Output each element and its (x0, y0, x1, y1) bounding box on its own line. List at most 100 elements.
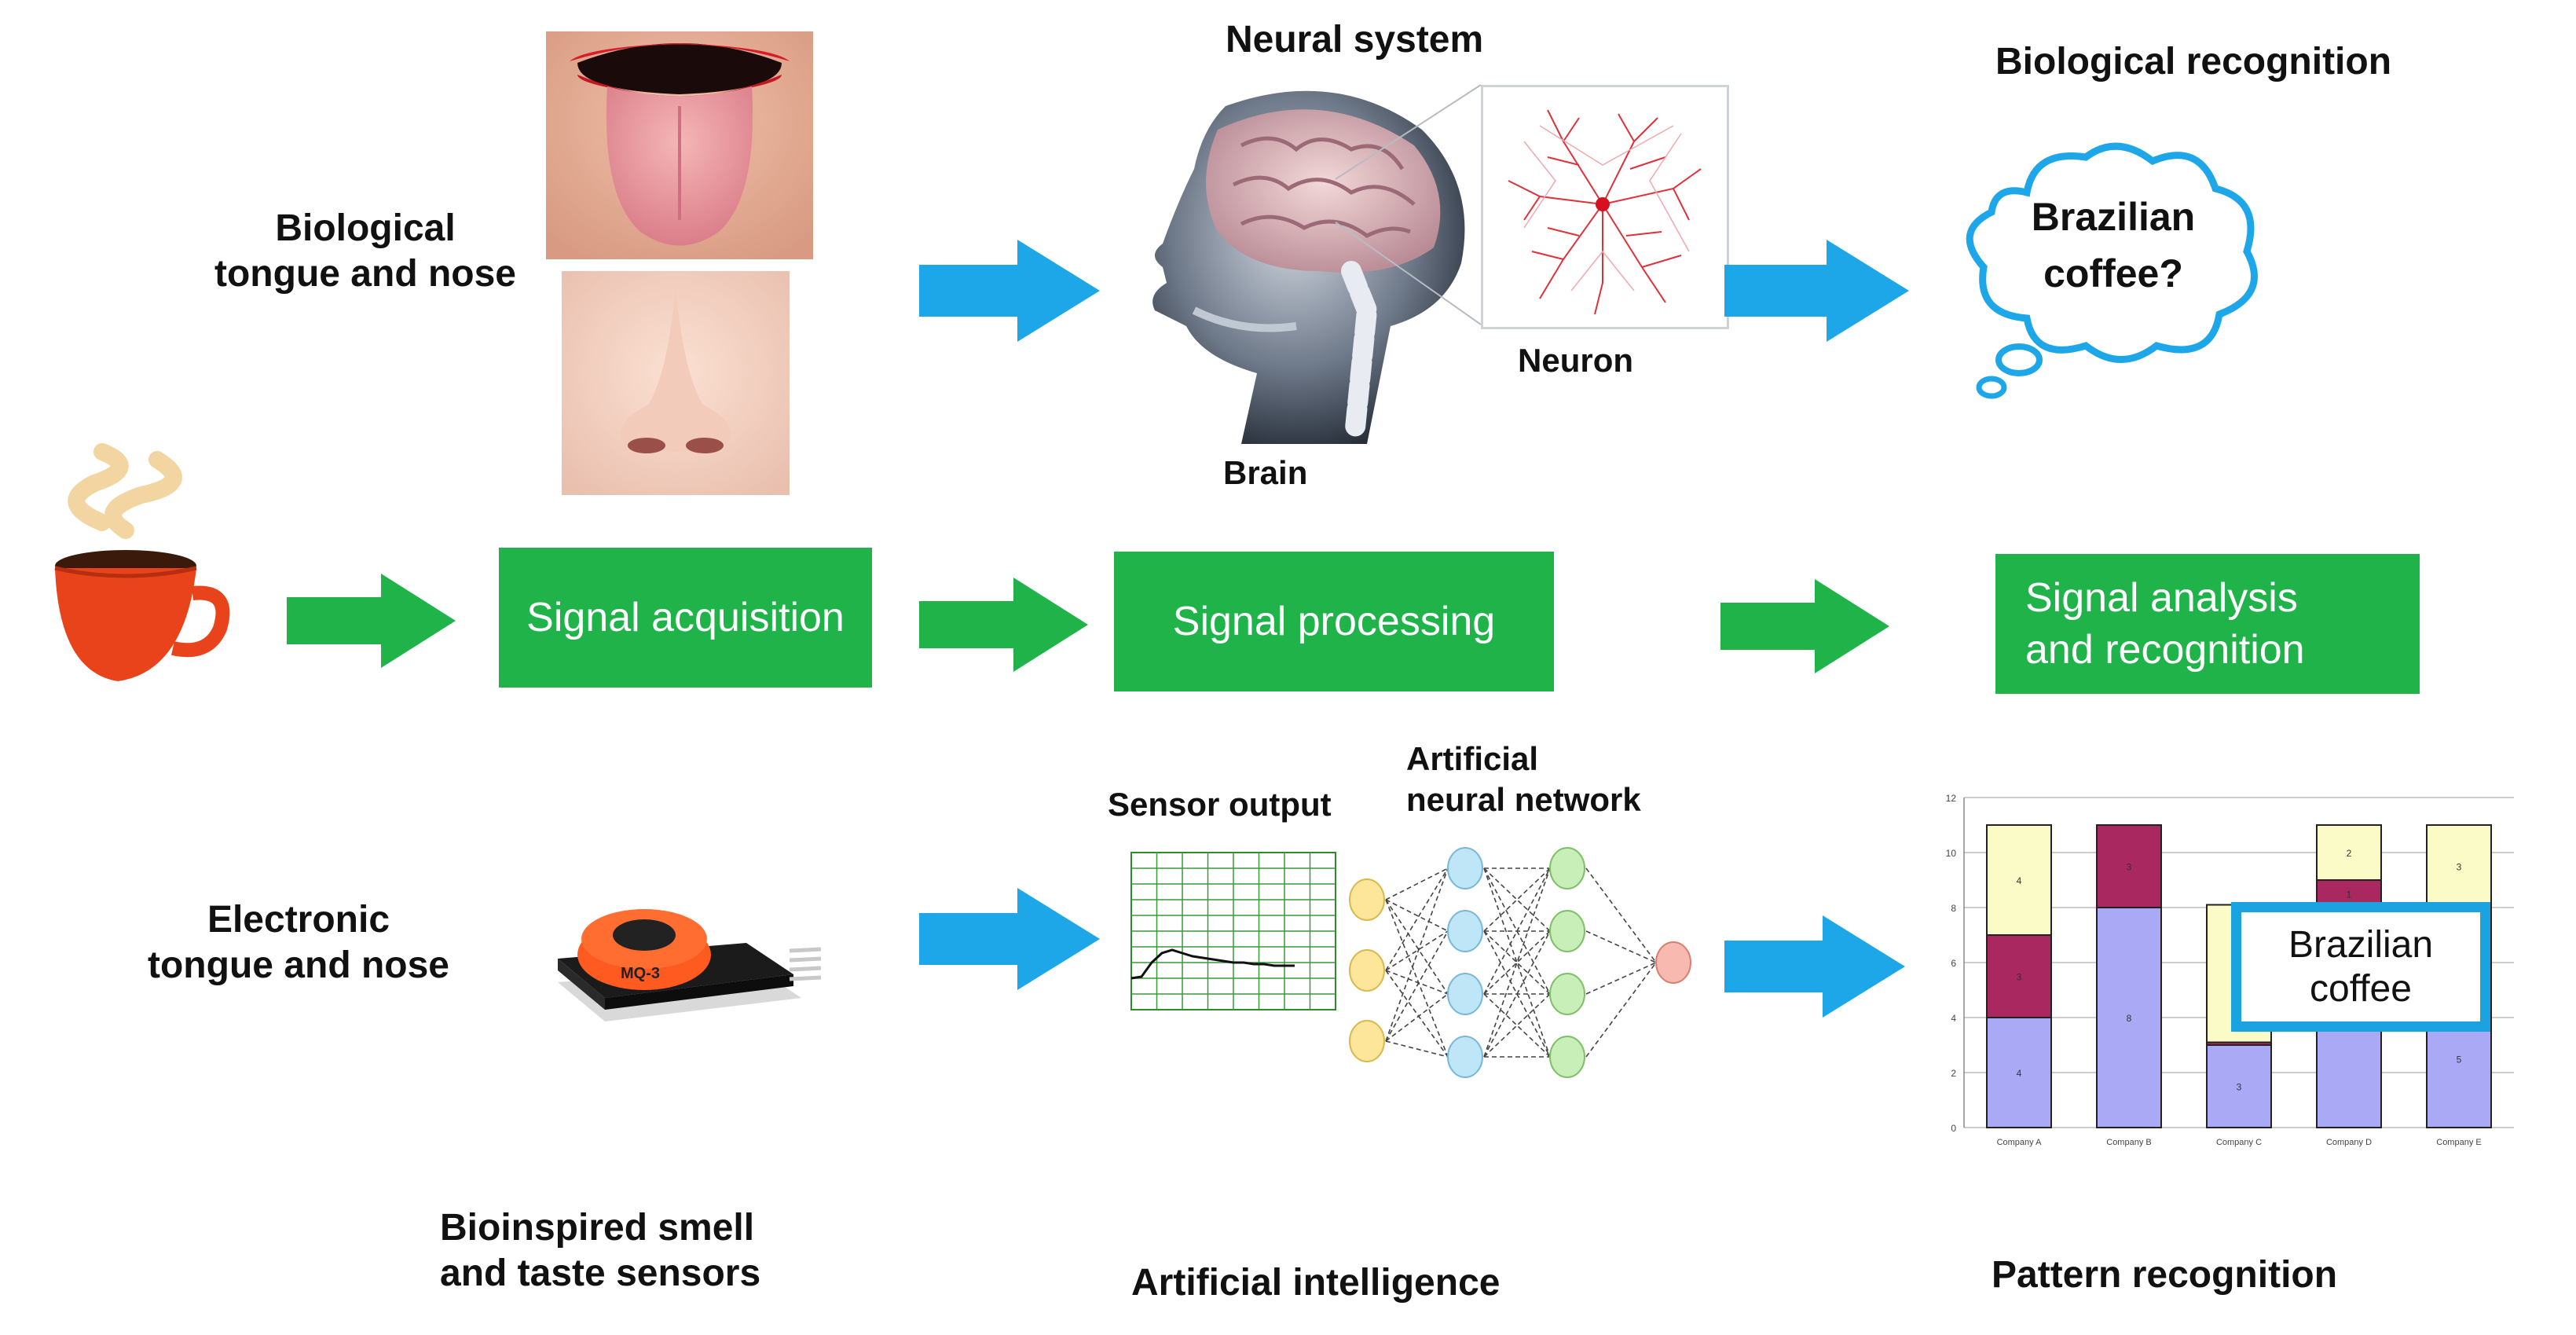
ann-connection (1483, 930, 1551, 995)
bubble-line: coffee? (2043, 251, 2183, 295)
bar-segment (2206, 1044, 2272, 1128)
ann-node (1549, 910, 1585, 952)
sensor-module-label: MQ-3 (621, 965, 660, 982)
bar-segment (2426, 824, 2492, 908)
artificial-intelligence-label: Artificial intelligence (1131, 1262, 1501, 1304)
x-tick-label: Company B (2106, 1138, 2151, 1147)
segment-label: 3 (2017, 972, 2022, 983)
ann-connection (1385, 899, 1449, 995)
box-text: Signal processing (1172, 599, 1496, 644)
ann-connection (1385, 867, 1449, 971)
ann-connection (1385, 970, 1449, 1058)
tongue-photo (546, 31, 813, 259)
ann-node (1447, 910, 1483, 952)
ann-connection (1385, 930, 1449, 1042)
label-line: Biological (275, 207, 456, 249)
ann-connection (1585, 962, 1657, 995)
ann-connection (1483, 930, 1551, 1058)
blue-arrow-icon (1724, 915, 1905, 1018)
bar-segment (1986, 1017, 2052, 1128)
ann-node (1349, 949, 1385, 992)
label-line: Artificial (1406, 740, 1539, 777)
bar-segment (2096, 907, 2162, 1128)
brain-neuron-connector (1335, 84, 1482, 325)
segment-label: 4 (2017, 1068, 2022, 1079)
biological-tongue-nose-label: Biological tongue and nose (185, 206, 546, 297)
signal-processing-box: Signal processing (1114, 552, 1554, 691)
ann-connection (1385, 899, 1449, 1058)
segment-label: 2 (2347, 848, 2352, 859)
green-arrow-icon (919, 578, 1088, 672)
label-line: Bioinspired smell (440, 1207, 755, 1249)
pattern-recognition-label: Pattern recognition (1992, 1254, 2338, 1296)
box-text: Signal acquisition (526, 595, 845, 640)
ann-connection (1483, 993, 1551, 1058)
neuron-label: Neuron (1518, 342, 1633, 379)
x-tick-label: Company A (1997, 1138, 2043, 1147)
y-tick-label: 10 (1946, 848, 1957, 859)
ann-node (1349, 878, 1385, 921)
ann-node (1447, 973, 1483, 1015)
y-tick-label: 0 (1951, 1123, 1956, 1134)
label-line: tongue and nose (214, 253, 516, 295)
ann-connection (1483, 867, 1551, 932)
segment-label: 4 (2017, 875, 2022, 886)
ann-connection (1483, 867, 1551, 1058)
ann-connection (1585, 962, 1657, 1058)
y-tick-label: 6 (1951, 958, 1956, 969)
ann-node (1549, 973, 1585, 1015)
neural-system-label: Neural system (1226, 19, 1484, 61)
bubble-line: Brazilian (2031, 195, 2196, 239)
ann-connection (1385, 899, 1449, 932)
ann-connection (1483, 930, 1551, 995)
coffee-cup-icon (54, 443, 230, 681)
x-tick-label: Company D (2326, 1138, 2372, 1147)
signal-analysis-box: Signal analysis and recognition (1995, 554, 2420, 694)
green-arrow-icon (287, 574, 456, 668)
brain-label: Brain (1223, 454, 1308, 491)
thought-bubble-icon (1966, 142, 2258, 399)
ann-node (1447, 1036, 1483, 1078)
label-line: tongue and nose (148, 944, 449, 986)
ann-node (1447, 847, 1483, 889)
label-line: and taste sensors (440, 1252, 761, 1294)
nose-photo (562, 271, 790, 495)
ann-connection (1385, 993, 1449, 1042)
bioinspired-label: Bioinspired smell and taste sensors (440, 1205, 760, 1296)
ann-connection (1585, 930, 1657, 963)
ann-connection (1385, 867, 1449, 900)
bar-segment (1986, 934, 2052, 1018)
result-line: coffee (2310, 968, 2412, 1010)
x-tick-label: Company E (2436, 1138, 2481, 1147)
y-tick-label: 12 (1946, 793, 1957, 804)
segment-label: 3 (2457, 862, 2462, 873)
green-arrow-icon (1720, 579, 1889, 673)
segment-label: 3 (2127, 862, 2132, 873)
series-line (1130, 948, 1295, 980)
segment-label: 8 (2127, 1013, 2132, 1024)
result-line: Brazilian (2288, 924, 2434, 966)
ann-connection (1385, 970, 1449, 995)
ann-connection (1483, 867, 1551, 995)
neuron-image (1508, 109, 1702, 315)
bar-segment (1986, 824, 2052, 936)
ann-node (1655, 941, 1691, 984)
signal-acquisition-box: Signal acquisition (499, 548, 872, 688)
box-text: Signal analysis (2025, 575, 2298, 621)
biological-recognition-label: Biological recognition (1995, 41, 2392, 83)
blue-arrow-icon (1724, 240, 1909, 342)
label-line: neural network (1406, 781, 1641, 818)
blue-arrow-icon (919, 240, 1100, 342)
brain-xray-image (1152, 90, 1465, 444)
ann-diagram (1349, 847, 1691, 1078)
segment-label: 1 (2347, 889, 2352, 900)
segment-label: 5 (2457, 1054, 2462, 1065)
y-tick-label: 8 (1951, 903, 1956, 914)
blue-arrow-icon (919, 888, 1100, 990)
ann-connection (1483, 867, 1551, 932)
y-tick-label: 2 (1951, 1068, 1956, 1079)
label-line: Electronic (207, 899, 390, 941)
ann-label: Artificial neural network (1406, 739, 1641, 820)
result-box-text: Brazilian coffee (2241, 923, 2480, 1011)
box-text: and recognition (2025, 627, 2305, 673)
